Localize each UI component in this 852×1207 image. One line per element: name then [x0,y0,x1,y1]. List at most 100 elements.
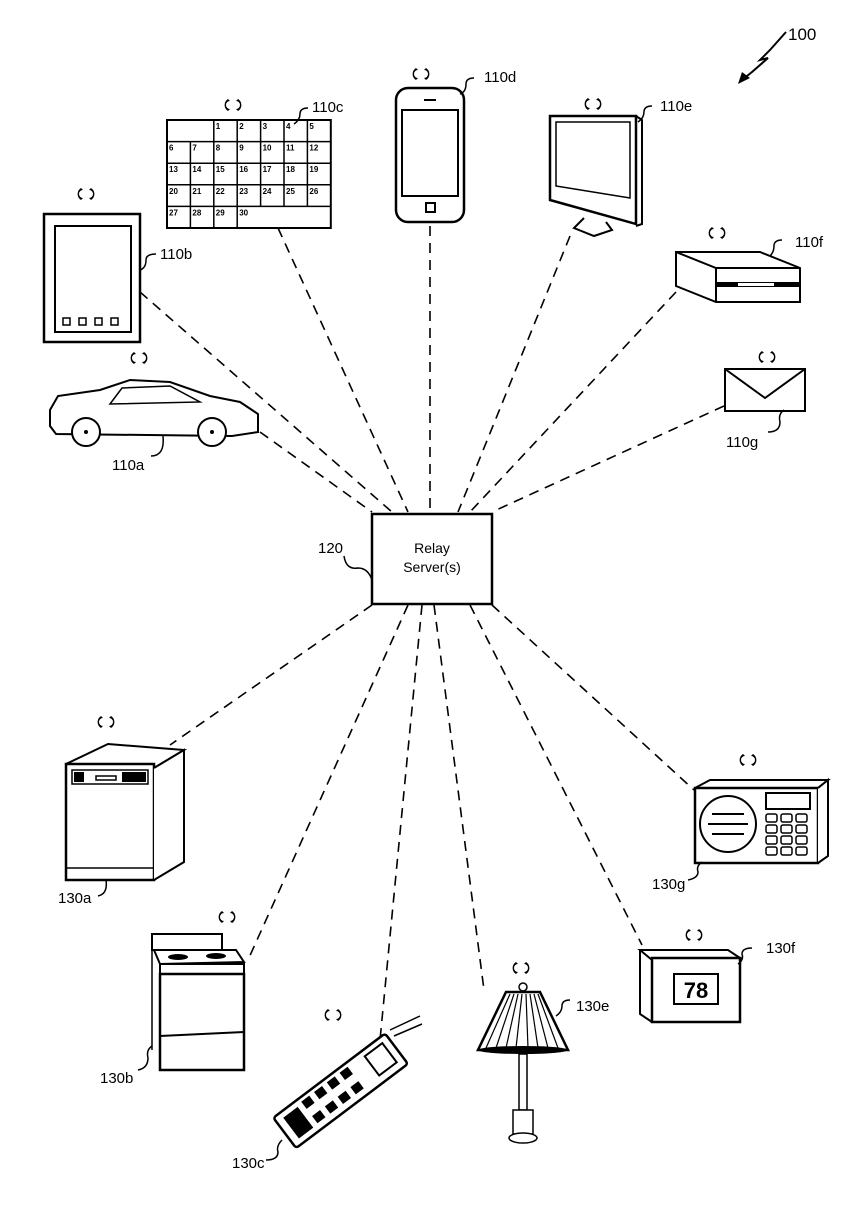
device-110a-car: 110a [49,352,259,474]
car-body-icon [49,378,259,438]
calendar-day: 4 [286,122,291,131]
keypad-button [780,813,793,823]
keypad-button [795,813,808,823]
server-label-line1: Relay [414,540,450,556]
device-110d-smartphone: 110d [394,68,516,224]
calendar-day: 9 [239,144,244,153]
temperature-readout: 78 [684,978,708,1003]
figure-ref-label: 100 [788,25,816,44]
calendar-day: 2 [239,122,244,131]
radio-keypad [765,813,808,856]
arrow-head-icon [738,72,750,84]
oven-door [158,972,246,1072]
envelope-icon [724,368,806,412]
calendar-day: 17 [263,165,272,174]
ref-label-130c: 130c [232,1155,265,1172]
keypad-button [780,846,793,856]
device-110f-set-top-box: 110f [675,227,824,303]
calendar-day: 18 [286,165,295,174]
device-130e-lamp: 130e [476,962,609,1144]
lamp-shade [476,990,570,1052]
lamp-stem [518,1053,528,1111]
power-cord [389,1015,423,1037]
link-110f [469,291,677,513]
link-110b [139,291,393,513]
calendar-day: 27 [169,208,178,217]
calendar-day: 6 [169,144,174,153]
keypad-button [795,846,808,856]
keypad-button [765,813,778,823]
wireless-signal-icon [130,352,148,364]
calendar-day: 14 [192,165,201,174]
home-button-icon [425,202,436,213]
link-110e [457,235,571,513]
calendar-day: 29 [216,208,225,217]
link-130g [491,604,695,791]
device-130a-dishwasher: 130a [58,716,188,907]
wireless-signal-icon [97,716,115,728]
server-box [370,512,494,606]
wireless-signal-icon [412,68,430,80]
wireless-signal-icon [584,98,602,110]
wireless-signal-icon [708,227,726,239]
link-130b [247,604,409,961]
phone-body [394,86,466,224]
wireless-signal-icon [224,99,242,111]
device-130f-thermostat: 78 130f [637,929,796,1024]
server-label-line2: Server(s) [403,559,461,575]
thermostat-display [673,973,719,1005]
calendar-day: 30 [239,208,248,217]
device-110b-tablet: 110b [42,188,192,344]
ref-label-110c: 110c [312,99,344,116]
device-110e-monitor: 110e [548,98,692,238]
ref-label-110e: 110e [660,98,692,115]
ref-label-110f: 110f [795,234,824,251]
ref-label-130a: 130a [58,890,92,907]
device-130b-stove: 130b [100,911,246,1087]
keypad-button [780,835,793,845]
calendar-day: 5 [309,122,314,131]
server-ref-label: 120 [318,540,343,557]
figure-reference: 100 [738,25,816,84]
link-130f [469,604,643,946]
ref-label-110b: 110b [160,246,192,263]
ref-label-130e: 130e [576,998,609,1015]
keypad-button [780,824,793,834]
link-130e [433,604,485,991]
ref-label-130b: 130b [100,1070,133,1087]
calendar-day: 1 [216,122,221,131]
tablet-frame [42,212,142,344]
calendar-day: 12 [309,144,318,153]
calendar-day: 7 [192,144,197,153]
wireless-signal-icon [739,754,757,766]
stove-backsplash [151,933,223,951]
calendar-day: 24 [263,187,272,196]
wireless-signal-icon [324,1009,342,1021]
relay-server: Relay Server(s) 120 [318,512,494,606]
ref-label-110d: 110d [484,69,516,86]
calendar-day: 15 [216,165,225,174]
monitor-stand [572,217,614,238]
keypad-button [765,824,778,834]
keypad-button [765,846,778,856]
calendar-day: 11 [286,144,295,153]
arrow-squiggle [741,31,787,81]
calendar-day: 22 [216,187,225,196]
monitor-frame [548,114,638,226]
link-110c [277,227,409,513]
calendar-day: 26 [309,187,318,196]
calendar-day: 16 [239,165,248,174]
calendar-day: 20 [169,187,178,196]
calendar-day: 23 [239,187,248,196]
wireless-signal-icon [218,911,236,923]
keypad-button [765,835,778,845]
device-130g-radio: 130g [652,754,831,893]
link-110g [491,405,725,513]
device-130c-power-strip: 130c [232,1009,423,1172]
calendar-day: 13 [169,165,178,174]
leader-line [343,555,373,581]
wireless-signal-icon [512,962,530,974]
calendar-day: 28 [192,208,201,217]
